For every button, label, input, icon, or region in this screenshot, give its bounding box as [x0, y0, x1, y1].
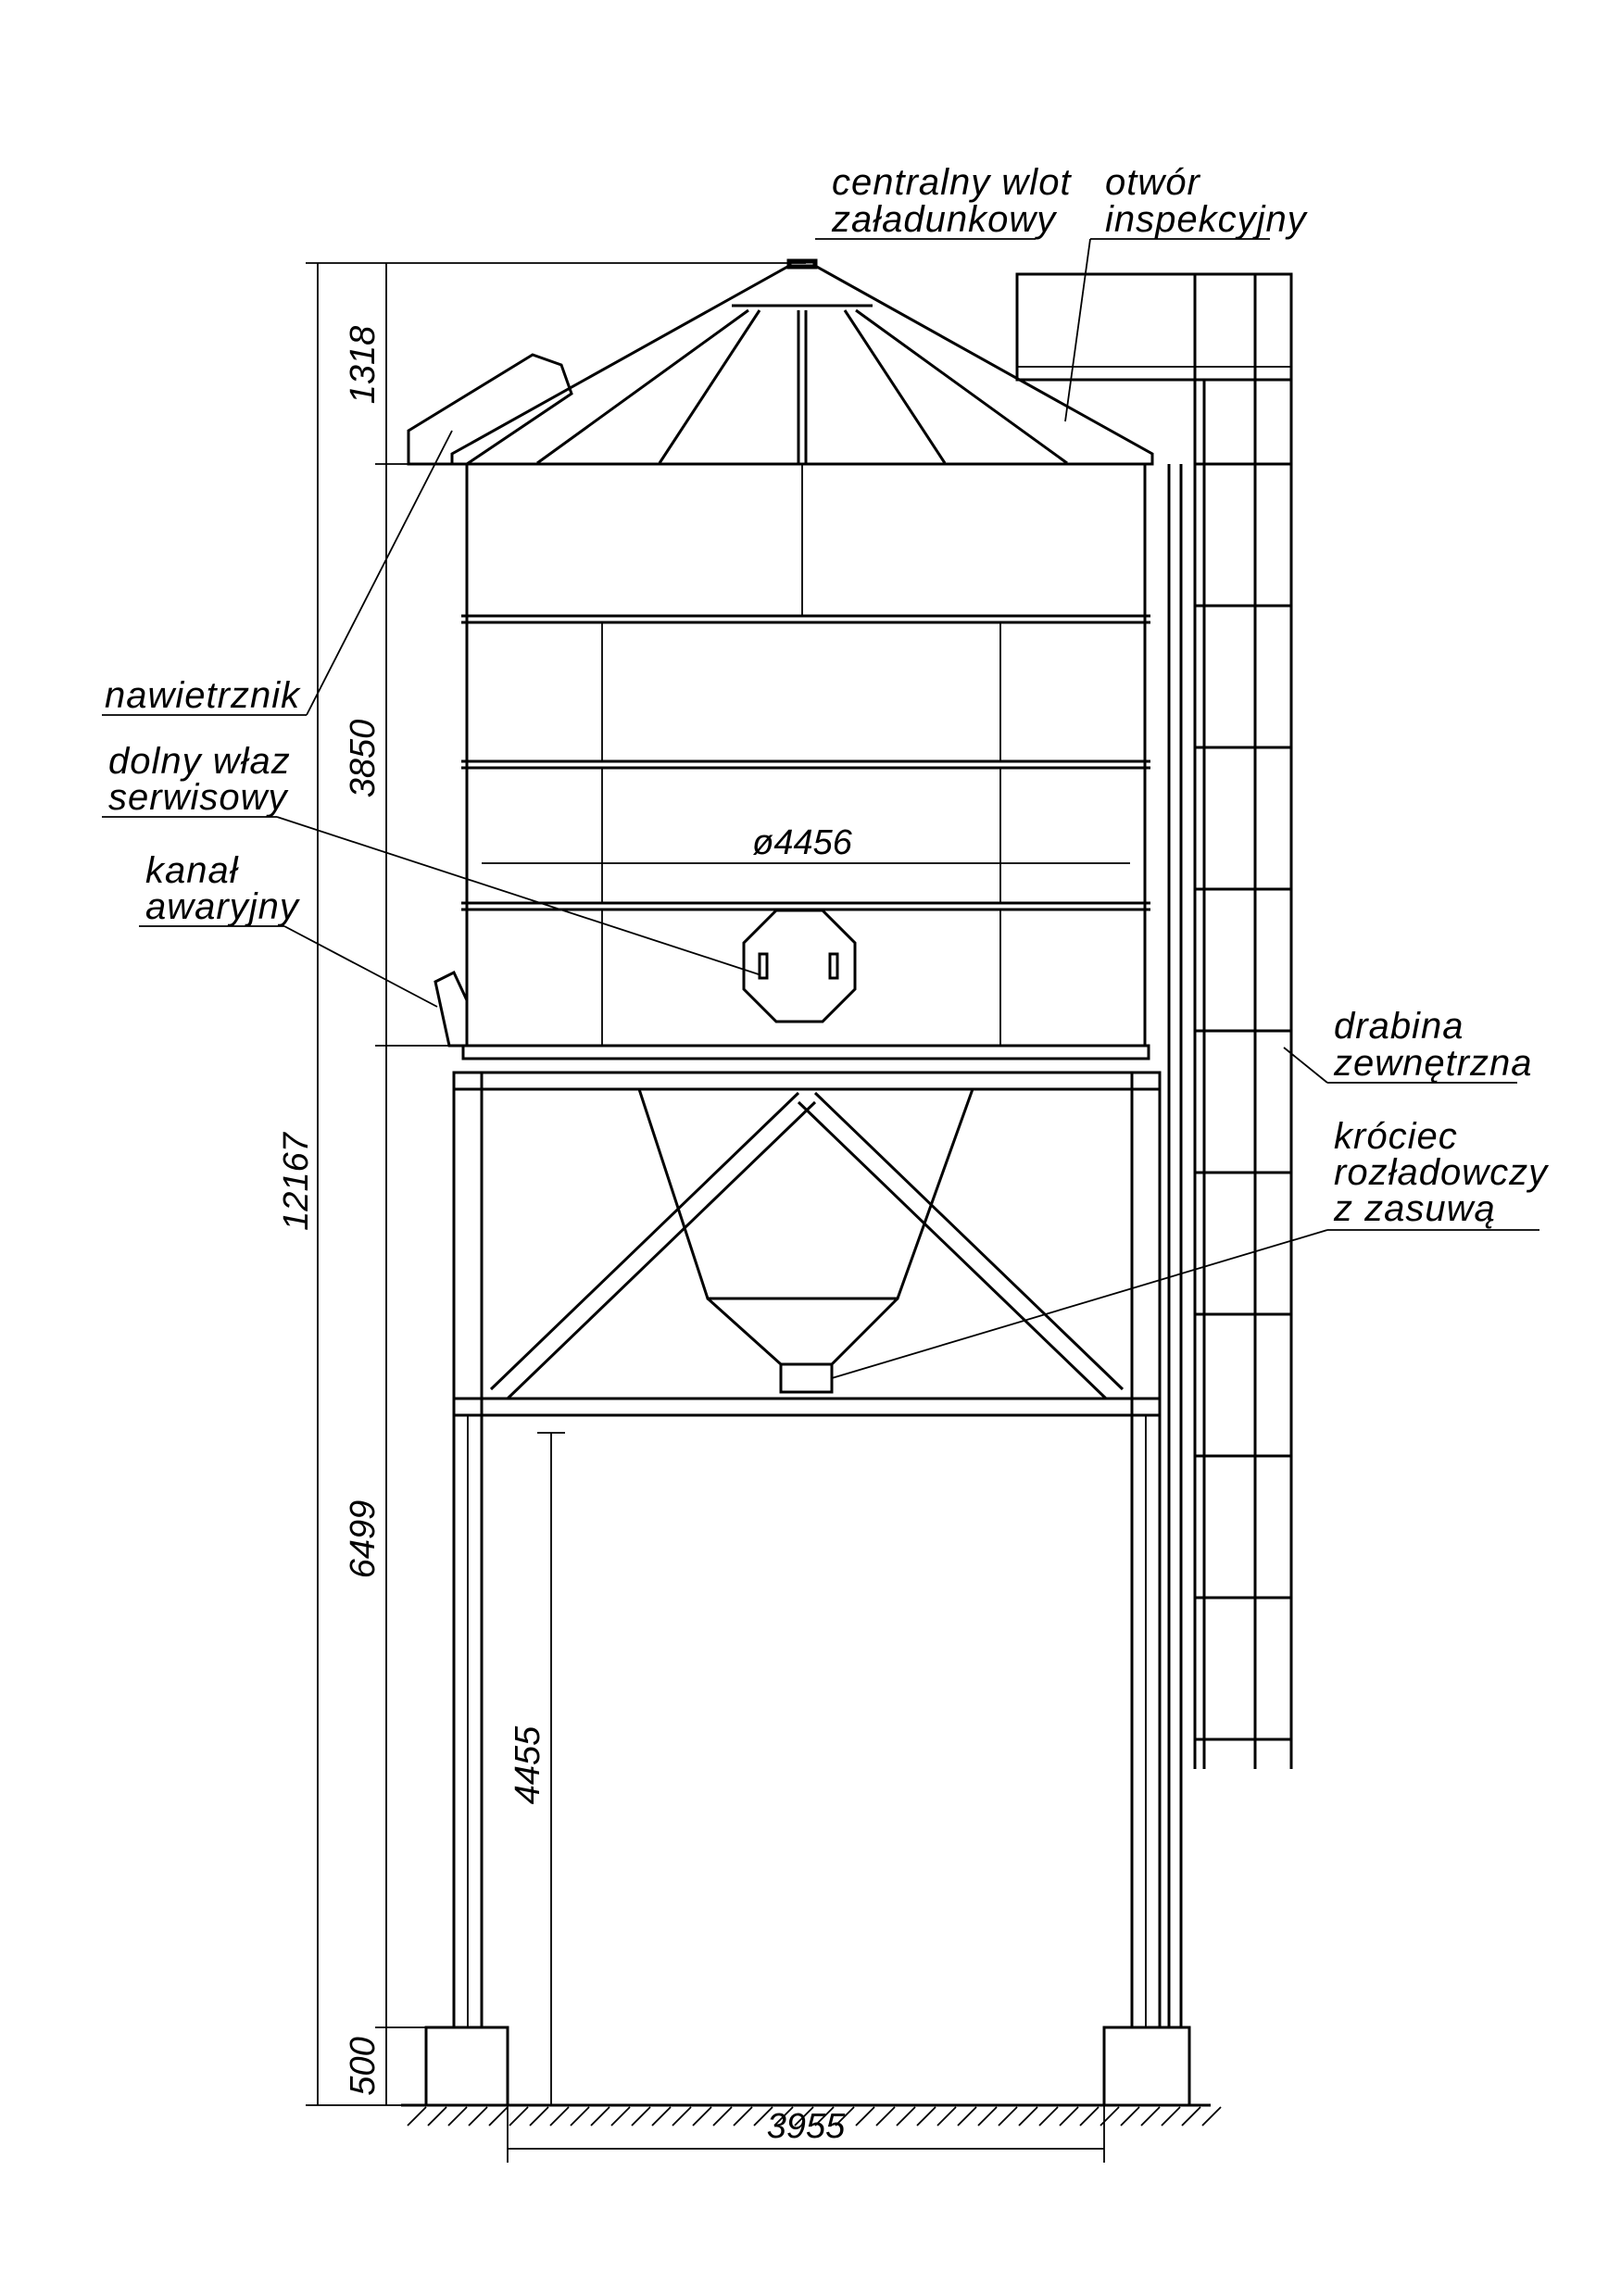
ground-hatch — [1140, 2106, 1161, 2127]
ground-hatch — [1038, 2106, 1059, 2127]
ground-hatch — [549, 2106, 570, 2127]
ground-hatch — [407, 2106, 427, 2127]
hopper — [637, 1088, 974, 1394]
ground-hatch — [610, 2106, 631, 2127]
callout-vent: nawietrznik — [102, 430, 453, 716]
dim-roof-height: 1318 — [344, 326, 383, 405]
svg-text:otwór: otwór — [1105, 162, 1200, 203]
callout-outlet: króciec rozładowczy z zasuwą — [831, 1116, 1550, 1379]
ground-hatch — [855, 2106, 875, 2127]
ground-hatch — [1161, 2106, 1181, 2127]
svg-text:nawietrznik: nawietrznik — [105, 675, 301, 716]
ground-hatch — [794, 2106, 814, 2127]
ground-hatch — [1181, 2106, 1201, 2127]
dim-support-height: 6499 — [344, 1500, 383, 1579]
ground-hatch — [1059, 2106, 1079, 2127]
svg-text:awaryjny: awaryjny — [145, 886, 301, 927]
ground-hatch — [447, 2106, 468, 2127]
dim-foundation-height: 500 — [344, 2037, 383, 2095]
callout-ladder: drabina zewnętrzna — [1283, 1006, 1533, 1084]
ground-hatch — [1079, 2106, 1100, 2127]
callout-inlet: centralny wlot załadunkowy — [815, 162, 1072, 240]
dim-diameter: ø4456 — [752, 823, 853, 862]
ground-hatch — [1120, 2106, 1140, 2127]
foundation-right — [1102, 2026, 1191, 2107]
ground-hatch — [570, 2106, 590, 2127]
ground-hatch — [753, 2106, 773, 2127]
ground-hatch — [529, 2106, 549, 2127]
support-legs — [452, 1413, 1162, 2029]
ground-hatch — [998, 2106, 1018, 2127]
ground-hatch — [692, 2106, 712, 2127]
ground-hatch — [488, 2106, 509, 2127]
service-hatch — [742, 909, 857, 1023]
svg-text:króciec: króciec — [1334, 1116, 1458, 1157]
dim-cylinder-height: 3850 — [344, 720, 383, 798]
foundation-left — [424, 2026, 509, 2107]
svg-text:kanał: kanał — [145, 850, 239, 891]
ground-hatch — [814, 2106, 835, 2127]
ground-hatch — [651, 2106, 672, 2127]
svg-text:inspekcyjny: inspekcyjny — [1105, 199, 1309, 240]
ground-hatch — [957, 2106, 977, 2127]
svg-text:zewnętrzna: zewnętrzna — [1333, 1043, 1533, 1084]
ground-hatch — [712, 2106, 733, 2127]
svg-text:załadunkowy: załadunkowy — [831, 199, 1058, 240]
svg-text:drabina: drabina — [1334, 1006, 1464, 1047]
silo-roof — [450, 258, 1154, 466]
callout-inspection: otwór inspekcyjny — [1064, 162, 1309, 422]
ground — [401, 2103, 1222, 2127]
ground-hatch — [1100, 2106, 1120, 2127]
svg-text:dolny właz: dolny właz — [108, 741, 291, 782]
dimension-lines — [306, 262, 1130, 2163]
ground-hatch — [509, 2106, 529, 2127]
svg-text:rozładowczy: rozładowczy — [1334, 1152, 1550, 1193]
ground-hatch — [590, 2106, 610, 2127]
callout-hatch: dolny właz serwisowy — [102, 741, 760, 975]
central-inlet — [786, 258, 818, 270]
svg-text:centralny wlot: centralny wlot — [832, 162, 1072, 203]
outlet-gate — [779, 1362, 834, 1394]
svg-text:serwisowy: serwisowy — [108, 777, 289, 818]
ground-hatch — [916, 2106, 936, 2127]
svg-text:z zasuwą: z zasuwą — [1333, 1188, 1496, 1229]
ground-hatch — [1201, 2106, 1222, 2127]
ground-hatch — [427, 2106, 447, 2127]
ground-hatch — [468, 2106, 488, 2127]
vent — [407, 353, 573, 466]
ground-hatch — [875, 2106, 896, 2127]
ground-hatch — [1018, 2106, 1038, 2127]
ground-hatch — [733, 2106, 753, 2127]
external-ladder — [1015, 272, 1293, 2027]
ground-hatch — [773, 2106, 794, 2127]
emergency-channel — [434, 970, 469, 1048]
ground-hatch — [977, 2106, 998, 2127]
dim-clearance: 4455 — [509, 1725, 547, 1804]
ground-hatch — [936, 2106, 957, 2127]
ground-hatch — [835, 2106, 855, 2127]
support-frame — [452, 1071, 1162, 1417]
ground-hatch — [896, 2106, 916, 2127]
ground-hatch — [672, 2106, 692, 2127]
silo-cylinder — [461, 462, 1150, 1060]
dim-leg-spacing: 3955 — [767, 2107, 846, 2146]
dim-total-height: 12167 — [277, 1131, 316, 1231]
callout-emergency: kanał awaryjny — [139, 850, 438, 1008]
ground-hatch — [631, 2106, 651, 2127]
